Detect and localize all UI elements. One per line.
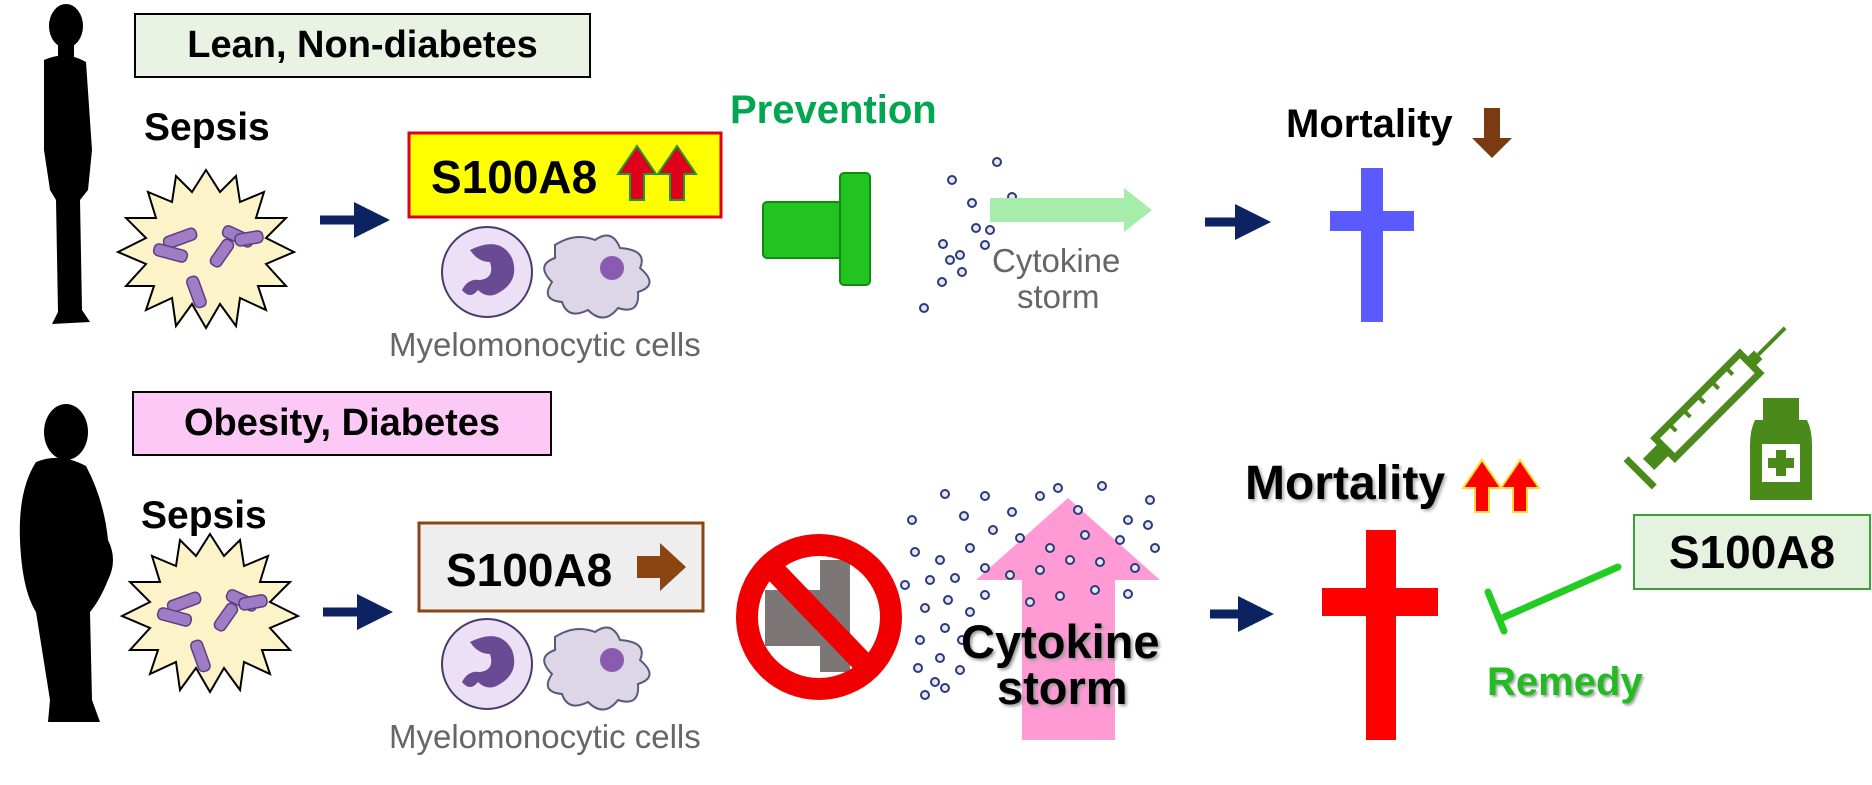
bacteria-burst-icon	[119, 532, 301, 694]
lean-condition-label: Lean, Non-diabetes	[187, 24, 538, 66]
cells-label-top: Myelomonocytic cells	[389, 326, 701, 363]
macrophage-icon	[543, 626, 651, 711]
block-icon	[762, 172, 871, 286]
s100a8-bottom-box	[417, 521, 705, 613]
cytokine-particles-bottom	[900, 481, 1160, 700]
down-arrow-icon	[1472, 108, 1512, 158]
cytokine-arrow-green	[990, 188, 1152, 232]
mortality-label-bottom: Mortality	[1245, 457, 1446, 510]
person-silhouette-lean	[44, 4, 92, 325]
person-silhouette-obese	[19, 404, 113, 722]
bacteria-burst-icon	[115, 168, 297, 330]
cross-icon	[1330, 168, 1414, 322]
mortality-label-top: Mortality	[1286, 102, 1453, 146]
prevention-label: Prevention	[730, 88, 937, 132]
remedy-label: Remedy	[1487, 660, 1643, 704]
medicine-bottle-icon	[1750, 398, 1812, 500]
treatment-box	[1633, 514, 1871, 590]
syringe-icon	[1623, 326, 1787, 490]
macrophage-icon	[543, 234, 651, 319]
lean-condition-box	[134, 13, 591, 78]
inhibition-arrow-icon	[1484, 563, 1622, 635]
cross-icon	[1322, 530, 1438, 740]
cytokine-storm-label-bottom-2: storm	[997, 661, 1128, 714]
obese-condition-box	[132, 391, 552, 456]
obese-condition-label: Obesity, Diabetes	[183, 402, 501, 444]
up-arrow-icon	[1461, 458, 1541, 513]
neutrophil-icon	[441, 618, 533, 710]
cytokine-storm-label-top-2: storm	[1017, 278, 1100, 315]
up-arrow-icon	[616, 144, 698, 201]
cytokine-storm-label-top-1: Cytokine	[992, 242, 1121, 279]
sepsis-label-bottom: Sepsis	[141, 494, 267, 537]
sepsis-label-top: Sepsis	[144, 106, 270, 149]
treatment-label: S100A8	[1668, 526, 1836, 578]
cytokine-storm-label-bottom-1: Cytokine	[961, 615, 1160, 668]
cytokine-particles-top	[919, 157, 1017, 313]
prohibition-icon	[736, 534, 902, 700]
neutrophil-icon	[441, 226, 533, 318]
cells-label-bottom: Myelomonocytic cells	[389, 718, 701, 755]
cytokine-arrow-pink	[976, 498, 1160, 740]
right-arrow-icon	[637, 543, 686, 591]
s100a8-bottom-label: S100A8	[446, 544, 613, 596]
s100a8-top-label: S100A8	[431, 151, 598, 203]
